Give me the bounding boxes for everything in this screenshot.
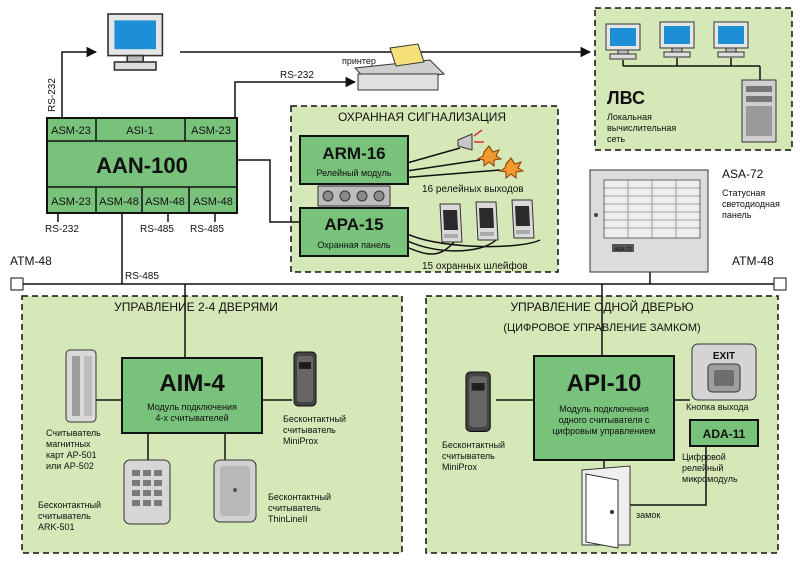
api-title: API-10 [567,370,642,397]
mag-reader-4: или AP-502 [46,461,94,471]
arm-subtitle: Релейный модуль [316,168,391,178]
loops-label: 15 охранных шлейфов [422,260,528,272]
api-desc-3: цифровым управлением [553,426,656,436]
aan-title: AAN-100 [96,153,188,178]
exit-button-icon: EXIT [691,343,757,401]
aan-top-cell-1: ASM-23 [51,125,91,137]
rs232-bottom-label: RS-232 [45,224,79,235]
relay-strip [317,185,391,207]
ark-3: ARK-501 [38,522,75,532]
door-icon [581,465,631,549]
lock-label: замок [636,510,660,520]
lan-title: ЛВС [607,88,645,108]
keypad-icon [123,459,171,525]
lan-computers [605,21,761,80]
right-miniprox-1: Бесконтактный [442,440,505,450]
motion-sensor-icon [511,199,535,239]
aan-100-controller: ASM-23 ASI-1 ASM-23 AAN-100 ASM-23 ASM-4… [46,117,238,214]
right-miniprox-3: MiniProx [442,462,478,472]
lan-desc-2: вычислительная [607,123,676,133]
ada-desc-1: Цифровой [682,452,726,462]
desktop-computer-icon [713,21,749,58]
asa-desc-2: светодиодная [722,199,780,209]
ark-2: считыватель [38,511,91,521]
printer-icon [353,43,446,91]
bus-terminal-left [10,277,24,291]
apa-subtitle: Охранная панель [317,240,391,250]
magnetic-card-reader-icon [65,349,97,423]
ada-11-module: ADA-11 [689,419,759,447]
ada-desc-3: микромодуль [682,474,738,484]
thinline-3: ThinLineII [268,514,308,524]
aim-desc-1: Модуль подключения [147,402,237,412]
server-tower-icon [741,79,777,143]
rs485-bus-label: RS-485 [125,271,159,282]
rs485-a-label: RS-485 [140,224,174,235]
asa-desc-3: панель [722,210,752,220]
arm-title: ARM-16 [322,144,385,163]
ada-desc-2: релейный [682,463,723,473]
thinline-1: Бесконтактный [268,492,331,502]
lan-desc-1: Локальная [607,112,652,122]
left-miniprox-3: MiniProx [283,436,319,446]
siren-icon [476,145,503,168]
aan-bottom-cell-4: ASM-48 [193,196,233,208]
asa-72-panel: ASA-72 [589,169,709,273]
api-desc-1: Модуль подключения [559,404,649,414]
aim-desc-2: 4-х считывателей [155,413,228,423]
aan-top-cell-2: ASI-1 [126,125,154,137]
rs232-up-label: RS-232 [47,78,58,112]
exit-caption: Кнопка выхода [686,402,748,412]
security-title: ОХРАННАЯ СИГНАЛИЗАЦИЯ [338,110,506,124]
left-miniprox-1: Бесконтактный [283,414,346,424]
ark-1: Бесконтактный [38,500,101,510]
relay-outputs-label: 16 релейных выходов [422,184,524,195]
apa-title: APA-15 [324,215,383,234]
thinline-2: считыватель [268,503,321,513]
siren-icon [457,129,484,151]
desktop-computer-icon [659,21,695,58]
motion-sensor-icon [439,203,463,243]
lan-desc-3: сеть [607,134,625,144]
left-zone-title: УПРАВЛЕНИЕ 2-4 ДВЕРЯМИ [114,300,278,314]
siren-icon [498,157,525,180]
aim-4-module: AIM-4 Модуль подключения 4-х считывателе… [121,357,263,434]
ada-title: ADA-11 [703,427,746,441]
right-miniprox-2: считыватель [442,451,495,461]
bus-terminal-right [773,277,787,291]
mag-reader-3: карт AP-501 [46,450,97,460]
aan-bottom-cell-1: ASM-23 [51,196,91,208]
aan-top-cell-3: ASM-23 [191,125,231,137]
bus-right-label: ATM-48 [732,254,774,268]
left-miniprox-2: считыватель [283,425,336,435]
mag-reader-2: магнитных [46,439,91,449]
asa-desc-1: Статусная [722,188,765,198]
exit-label: EXIT [713,351,735,362]
desktop-computer-icon [605,23,641,60]
aim-title: AIM-4 [159,370,225,397]
motion-sensor-icon [475,201,499,241]
card-reader-icon [465,371,491,432]
printer-label: принтер [342,56,376,66]
arm-16-module: ARM-16 Релейный модуль [299,135,409,185]
api-desc-2: одного считывателя с [559,415,650,425]
right-zone-title: УПРАВЛЕНИЕ ОДНОЙ ДВЕРЬЮ [510,299,693,314]
card-reader-icon [293,351,317,407]
asa-panel-badge: ASA-72 [614,247,631,253]
mag-reader-1: Считыватель [46,428,101,438]
aan-bottom-cell-2: ASM-48 [99,196,139,208]
rs232-printer-label: RS-232 [280,70,314,81]
asa-title: ASA-72 [722,167,764,181]
right-zone-subtitle: (ЦИФРОВОЕ УПРАВЛЕНИЕ ЗАМКОМ) [503,322,700,334]
bus-left-label: ATM-48 [10,254,52,268]
api-10-module: API-10 Модуль подключения одного считыва… [533,355,675,461]
computer-icon [107,13,164,71]
aan-bottom-cell-3: ASM-48 [145,196,185,208]
card-reader-icon [213,459,257,523]
apa-15-panel: APA-15 Охранная панель [299,207,409,257]
rs485-b-label: RS-485 [190,224,224,235]
